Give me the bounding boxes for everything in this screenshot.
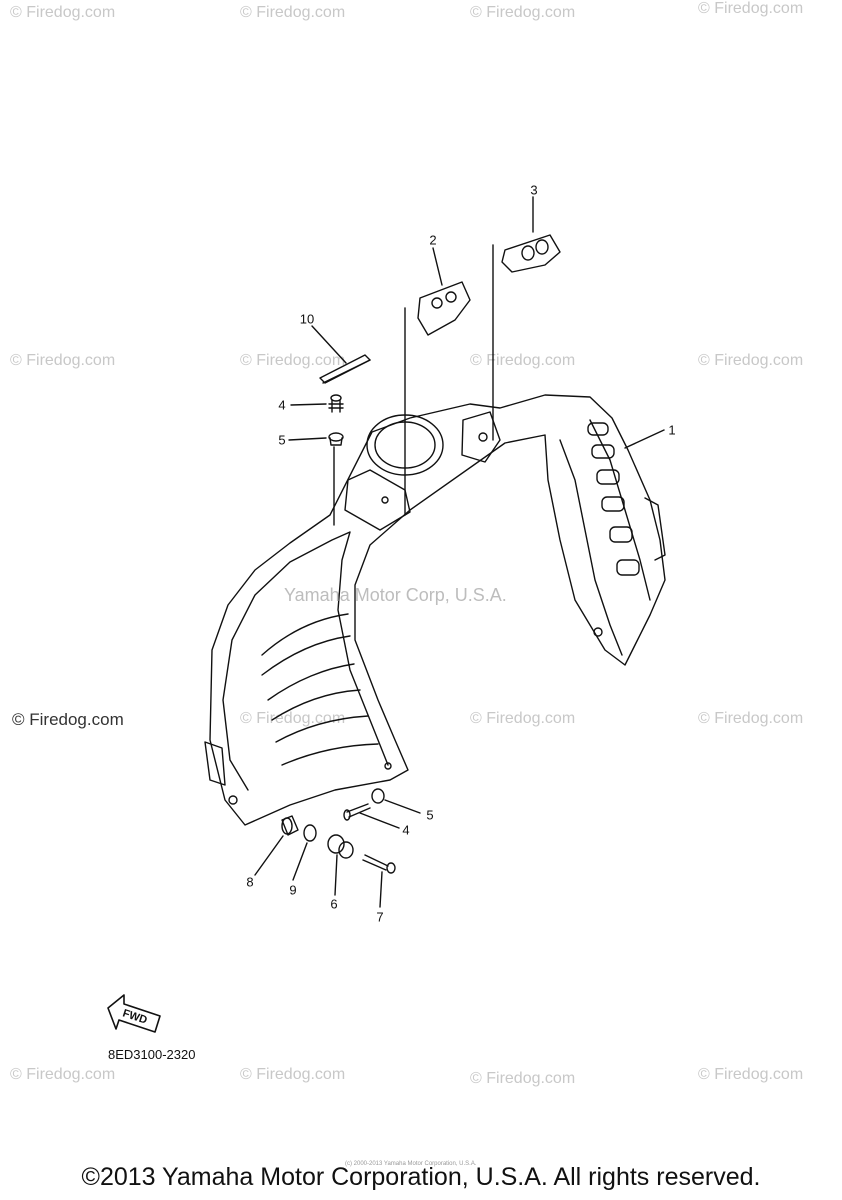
watermark: © Firedog.com <box>12 710 124 729</box>
watermark: © Firedog.com <box>10 4 116 21</box>
watermark: © Firedog.com <box>10 352 116 369</box>
strip-part-10 <box>319 354 371 384</box>
callout-6: 6 <box>330 896 338 912</box>
screw-part-7 <box>362 854 396 874</box>
callout-4-lower: 4 <box>402 822 410 838</box>
tiny-copyright: (c) 2000-2013 Yamaha Motor Corporation, … <box>345 1161 477 1167</box>
watermark: © Firedog.com <box>240 1066 346 1083</box>
callout-8: 8 <box>246 874 254 890</box>
callout-5-lower: 5 <box>426 807 434 823</box>
grommet-part-5-lower <box>371 788 385 804</box>
watermark: © Firedog.com <box>240 710 346 727</box>
watermark: © Firedog.com <box>470 4 576 21</box>
callout-7: 7 <box>376 909 384 925</box>
watermark: © Firedog.com <box>698 352 804 369</box>
watermark: © Firedog.com <box>470 352 576 369</box>
bolt-part-4-lower <box>343 803 371 821</box>
callout-2: 2 <box>429 232 437 248</box>
watermark: © Firedog.com <box>698 1066 804 1083</box>
watermark: © Firedog.com <box>698 0 804 17</box>
collar-part-8 <box>281 815 299 836</box>
watermark: © Firedog.com <box>240 4 346 21</box>
callout-3: 3 <box>530 182 538 198</box>
plate-part-3 <box>492 234 561 441</box>
watermark: © Firedog.com <box>240 352 346 369</box>
plate-part-2 <box>404 281 471 516</box>
watermark: © Firedog.com <box>10 1066 116 1083</box>
diagram-part-number: 8ED3100-2320 <box>108 1047 196 1062</box>
fwd-arrow-icon <box>107 994 161 1033</box>
callout-10: 10 <box>299 311 315 327</box>
callout-5-upper: 5 <box>278 432 286 448</box>
watermark: © Firedog.com <box>698 710 804 727</box>
watermark: © Firedog.com <box>470 710 576 727</box>
bolt-part-4-upper <box>328 394 344 413</box>
callout-9: 9 <box>289 882 297 898</box>
center-watermark: Yamaha Motor Corp, U.S.A. <box>284 585 507 605</box>
callout-1: 1 <box>668 422 676 438</box>
callout-4-upper: 4 <box>278 397 286 413</box>
grommet-part-5-upper <box>328 432 344 526</box>
watermark: © Firedog.com <box>470 1070 576 1087</box>
washer-part-9 <box>303 824 317 842</box>
copyright-footer: ©2013 Yamaha Motor Corporation, U.S.A. A… <box>81 1163 761 1191</box>
inner-panel-part-1 <box>204 394 666 826</box>
damper-part-6 <box>327 834 354 859</box>
